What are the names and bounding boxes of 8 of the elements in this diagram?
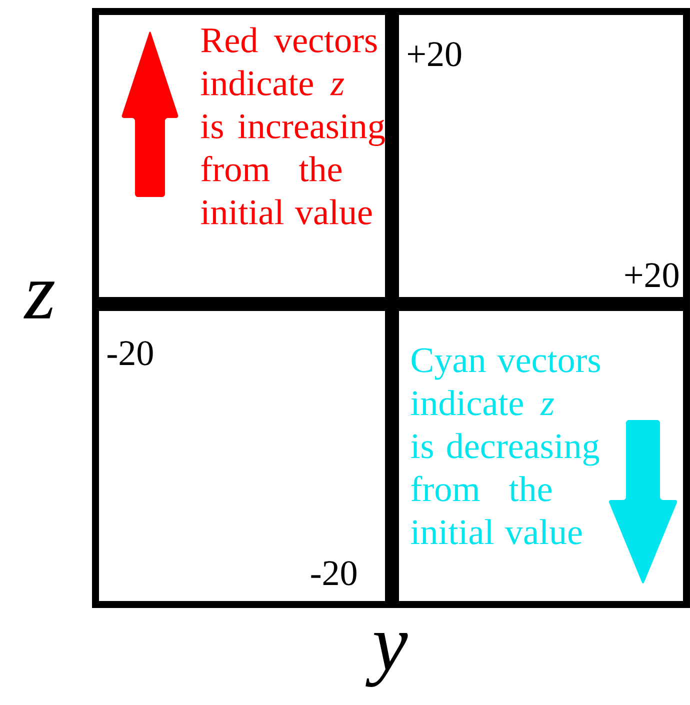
axis-label: z: [24, 282, 55, 318]
axis-value: -20: [311, 561, 356, 586]
annotation-text: Red vectors indicate z is increasing from the initial value: [200, 27, 385, 225]
axis-value: +20: [625, 263, 678, 288]
axis-value: +20: [408, 42, 462, 66]
annotation-text: Cyan vectors indicate z is decreasing from the initial value: [410, 348, 600, 544]
axis-label: y: [366, 633, 408, 687]
axis-value: -20: [108, 341, 153, 366]
